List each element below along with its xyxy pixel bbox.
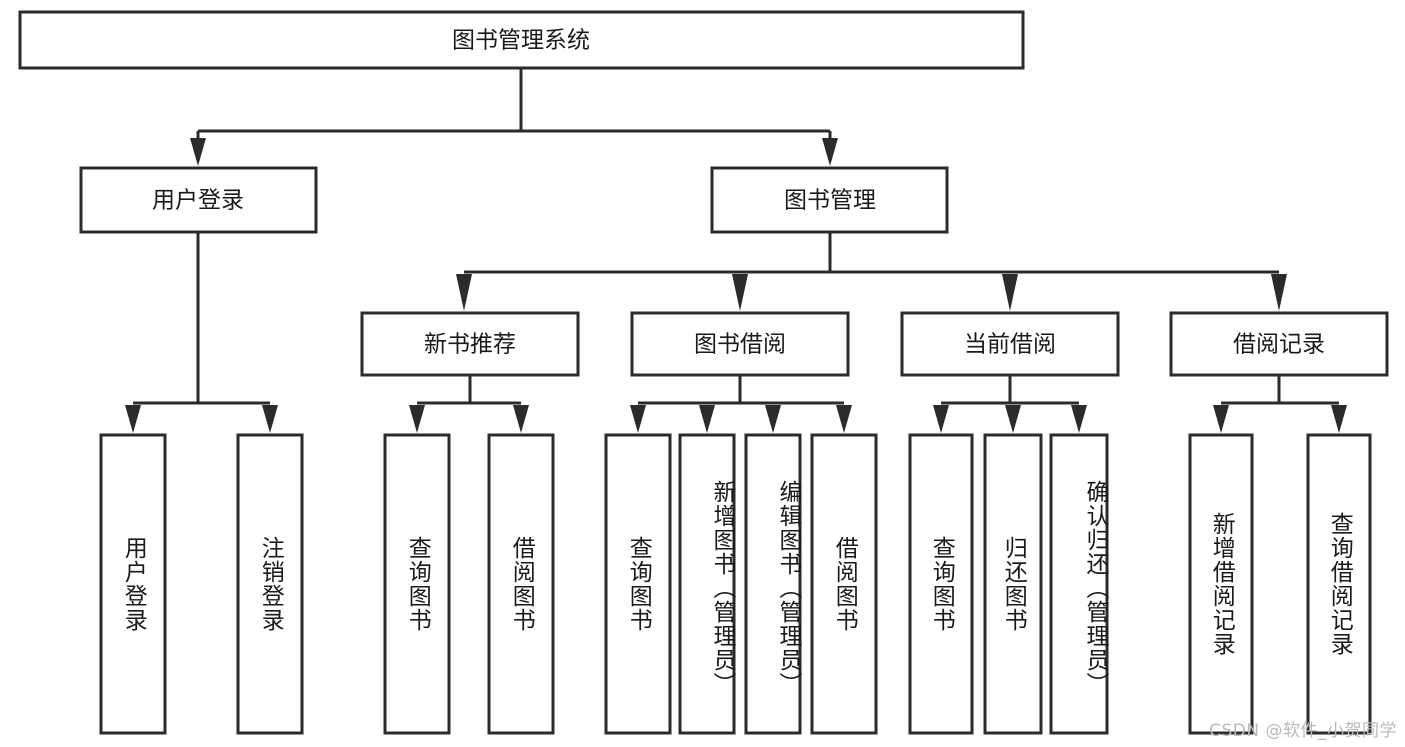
arrow-head-new-book-rec [456, 274, 472, 311]
node-new-book-recommend-box[interactable] [360, 311, 580, 377]
arrow-head-leaf-return-book [1005, 405, 1021, 433]
leaf-box-query-book-1[interactable] [383, 433, 451, 735]
node-current-borrow-label: 当前借阅 [964, 332, 1056, 358]
arrow-head-leaf-user-login [125, 405, 141, 433]
watermark-text: CSDN @软件_小贺同学 [1209, 721, 1397, 741]
node-user-login-box[interactable] [79, 166, 318, 234]
arrow-head-leaf-add-book [699, 405, 715, 433]
node-new-book-recommend[interactable]: 新书推荐 [360, 311, 580, 377]
node-root-box[interactable] [18, 10, 1025, 70]
node-book-borrow[interactable]: 图书借阅 [630, 311, 850, 377]
leaf-box-query-book-3[interactable] [908, 433, 974, 735]
leaf-box-confirm-return[interactable] [1049, 433, 1109, 735]
leaf-box-borrow-book-1[interactable] [487, 433, 555, 735]
node-new-book-recommend-label: 新书推荐 [424, 332, 516, 358]
leaf-box-return-book[interactable] [983, 433, 1043, 735]
leaf-box-logout[interactable] [236, 433, 304, 735]
leaf-box-query-book-2[interactable] [604, 433, 672, 735]
arrow-head-leaf-edit-book [765, 405, 781, 433]
node-user-login-label: 用户登录 [152, 188, 244, 214]
node-current-borrow-box[interactable] [900, 311, 1120, 377]
node-book-management-label: 图书管理 [784, 188, 876, 214]
node-root-label: 图书管理系统 [452, 28, 590, 54]
connector-group-root [190, 68, 838, 166]
arrow-head-current-borrow [1002, 274, 1018, 311]
arrow-head-user-login [190, 138, 206, 166]
arrow-head-leaf-logout [262, 405, 278, 433]
arrow-head-book-borrow [732, 274, 748, 311]
connector-group-borrow-record [1213, 375, 1347, 433]
node-current-borrow[interactable]: 当前借阅 [900, 311, 1120, 377]
leaf-box-borrow-book-2[interactable] [810, 433, 878, 735]
leaf-box-user-login[interactable] [99, 433, 167, 735]
connector-group-book-mgmt [456, 232, 1287, 311]
node-root[interactable]: 图书管理系统 [18, 10, 1025, 70]
node-user-login[interactable]: 用户登录 [79, 166, 318, 234]
arrow-head-leaf-borrow-book-2 [836, 405, 852, 433]
leaf-box-query-record[interactable] [1306, 433, 1372, 735]
connector-group-user-login [125, 232, 278, 433]
node-book-management-box[interactable] [710, 166, 949, 234]
connector-group-current-borrow [933, 375, 1087, 433]
arrow-head-leaf-query-book-3 [933, 405, 949, 433]
node-borrow-record-box[interactable] [1169, 311, 1389, 377]
node-borrow-record-label: 借阅记录 [1233, 332, 1325, 358]
node-borrow-record[interactable]: 借阅记录 [1169, 311, 1389, 377]
arrow-head-book-mgmt [822, 138, 838, 166]
arrow-head-leaf-add-record [1213, 405, 1229, 433]
leaf-box-edit-book[interactable] [744, 433, 802, 735]
arrow-head-leaf-confirm-return [1071, 405, 1087, 433]
connector-group-book-borrow [630, 375, 852, 433]
arrow-head-leaf-query-record [1331, 405, 1347, 433]
arrow-head-leaf-query-book-2 [630, 405, 646, 433]
leaf-box-add-record[interactable] [1188, 433, 1254, 735]
connector-group-new-book-rec [409, 375, 529, 433]
arrow-head-leaf-borrow-book-1 [513, 405, 529, 433]
node-book-borrow-box[interactable] [630, 311, 850, 377]
arrow-head-leaf-query-book-1 [409, 405, 425, 433]
node-book-management[interactable]: 图书管理 [710, 166, 949, 234]
arrow-head-borrow-record [1271, 274, 1287, 311]
leaf-box-add-book[interactable] [678, 433, 736, 735]
node-book-borrow-label: 图书借阅 [694, 332, 786, 358]
